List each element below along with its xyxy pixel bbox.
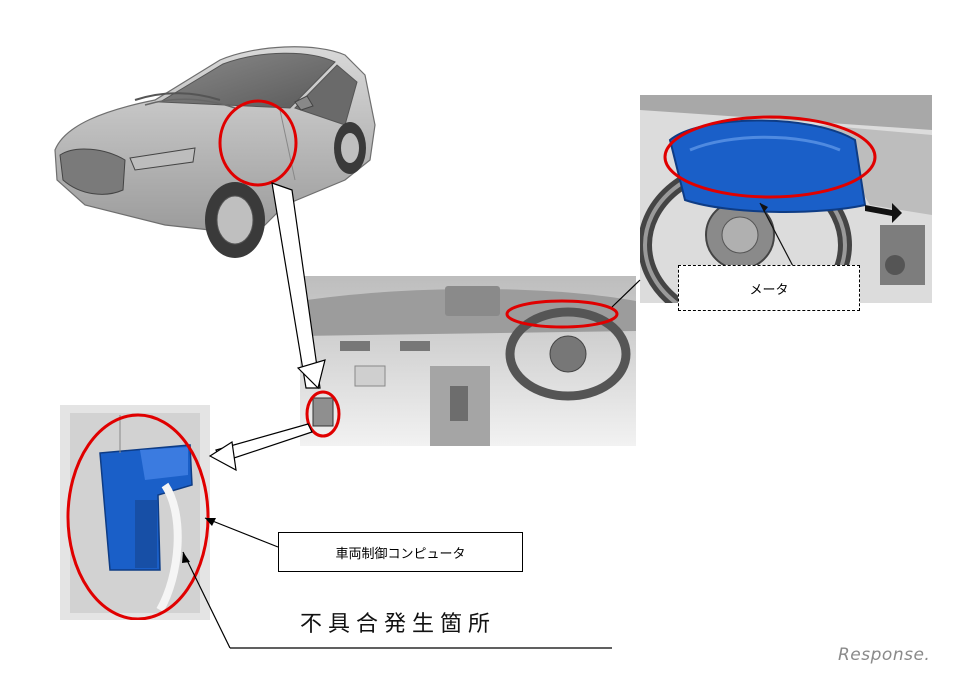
car-highlight-ellipse — [218, 99, 298, 187]
computer-label-leader — [204, 517, 279, 548]
defect-leader — [182, 551, 231, 649]
response-watermark-logo: Response. — [838, 645, 931, 665]
car-to-dashboard-funnel — [271, 182, 321, 389]
vehicle-control-computer-label: 車両制御コンピュータ — [278, 532, 523, 572]
meter-label: メータ — [678, 265, 860, 311]
computer-arrowhead — [208, 440, 237, 472]
computer-unit-closeup — [60, 405, 210, 620]
funnel-arrowhead — [296, 359, 326, 390]
dashboard-to-meter-line — [611, 279, 641, 308]
car-exterior-illustration — [54, 46, 376, 258]
defect-location-caption: 不具合発生箇所 — [300, 612, 497, 637]
dashboard-interior-illustration — [300, 276, 636, 446]
